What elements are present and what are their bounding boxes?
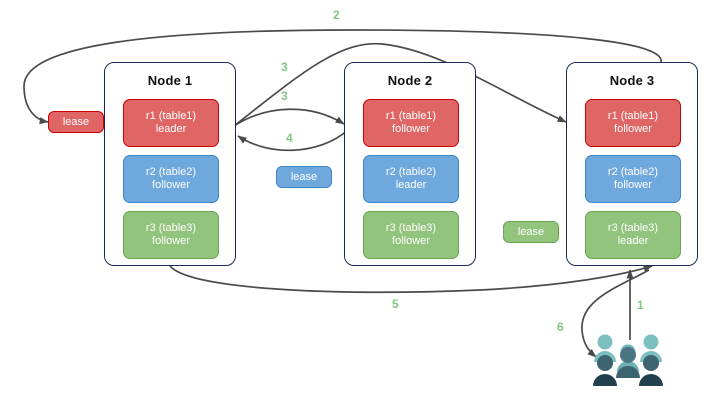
replica-node-1-r2[interactable]: r2 (table2) follower [123,155,219,203]
replica-name: r1 (table1) [385,109,437,122]
replica-name: r3 (table3) [385,221,437,234]
lease-label: lease [517,226,545,238]
lease-badge-table3[interactable]: lease [503,221,559,243]
step-label-2: 2 [333,8,340,22]
replica-name: r3 (table3) [145,221,197,234]
replica-role: leader [395,179,427,191]
replica-name: r1 (table1) [607,109,659,122]
lease-badge-table2[interactable]: lease [276,166,332,188]
replica-role: follower [392,235,430,247]
node-title-node-1: Node 1 [147,73,193,88]
replica-name: r3 (table3) [607,221,659,234]
replica-name: r2 (table2) [385,165,437,178]
node-container-node-1[interactable]: Node 1 r1 (table1) leader r2 (table2) fo… [104,62,236,266]
replica-role: follower [152,179,190,191]
step-label-3b: 3 [281,89,288,103]
replica-role: follower [614,123,652,135]
replica-role: follower [614,179,652,191]
step-label-4: 4 [286,131,293,145]
replica-node-1-r3[interactable]: r3 (table3) follower [123,211,219,259]
edge-step-5 [169,265,653,294]
node-title-node-3: Node 3 [609,73,655,88]
replica-node-3-r3[interactable]: r3 (table3) leader [585,211,681,259]
replica-role: follower [152,235,190,247]
replica-role: leader [617,235,649,247]
lease-label: lease [290,171,318,183]
replica-node-3-r2[interactable]: r2 (table2) follower [585,155,681,203]
users-icon [593,334,663,386]
step-label-1: 1 [637,298,644,312]
edge-step-3b [233,108,345,127]
edge-step-4 [237,129,349,152]
replica-node-1-r1[interactable]: r1 (table1) leader [123,99,219,147]
node-container-node-3[interactable]: Node 3 r1 (table1) follower r2 (table2) … [566,62,698,266]
replica-node-2-r2[interactable]: r2 (table2) leader [363,155,459,203]
step-label-6: 6 [557,320,564,334]
replica-name: r2 (table2) [145,165,197,178]
replica-node-2-r3[interactable]: r3 (table3) follower [363,211,459,259]
lease-label: lease [62,116,90,128]
replica-node-3-r1[interactable]: r1 (table1) follower [585,99,681,147]
replica-name: r2 (table2) [607,165,659,178]
step-label-5: 5 [392,297,399,311]
replica-node-2-r1[interactable]: r1 (table1) follower [363,99,459,147]
lease-badge-table1[interactable]: lease [48,111,104,133]
step-label-3a: 3 [281,60,288,74]
replica-role: follower [392,123,430,135]
replica-role: leader [155,123,187,135]
replica-name: r1 (table1) [145,109,197,122]
node-container-node-2[interactable]: Node 2 r1 (table1) follower r2 (table2) … [344,62,476,266]
node-title-node-2: Node 2 [387,73,433,88]
